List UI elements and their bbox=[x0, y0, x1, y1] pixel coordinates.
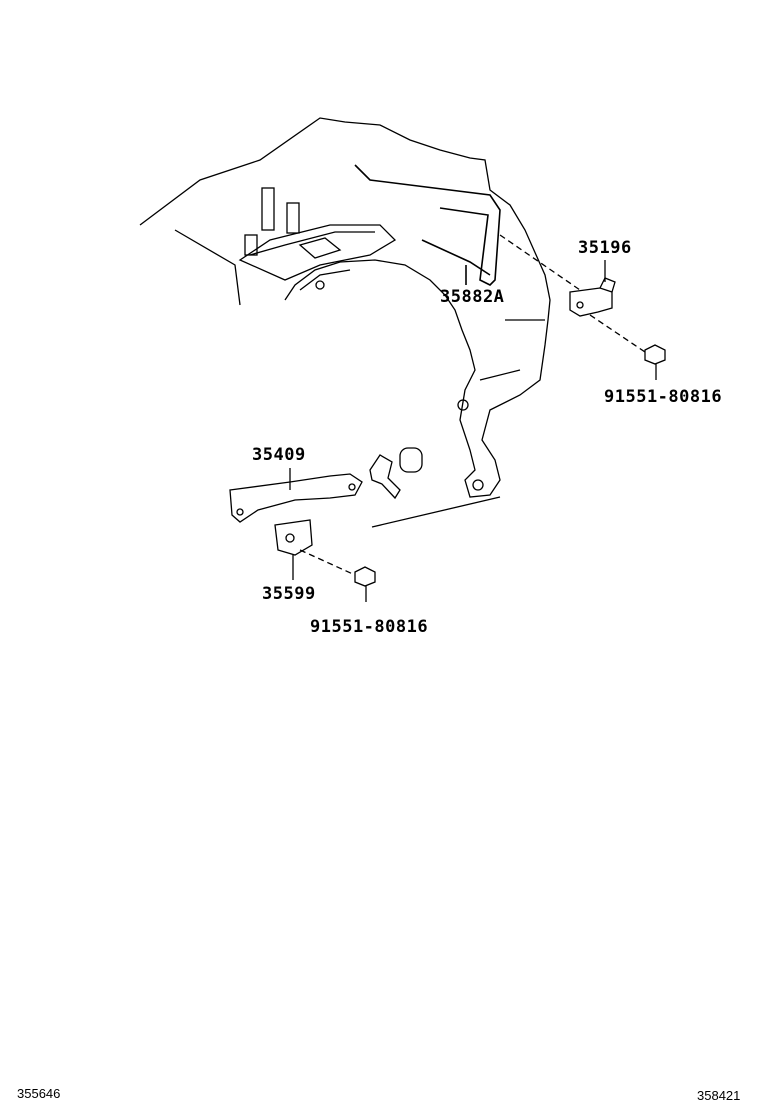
part-label-35196[interactable]: 35196 bbox=[578, 238, 632, 258]
pipe-35882a bbox=[354, 164, 501, 286]
part-label-91551-80816-lower[interactable]: 91551-80816 bbox=[310, 617, 429, 637]
bolt-91551-80816-lower bbox=[354, 566, 376, 602]
part-label-35409[interactable]: 35409 bbox=[252, 445, 306, 465]
part-label-35882a[interactable]: 35882A bbox=[440, 287, 505, 307]
transmission-housing bbox=[139, 117, 551, 528]
lever-35409 bbox=[229, 468, 363, 523]
plate-35599 bbox=[274, 519, 313, 580]
footer-right-code: 358421 bbox=[697, 1088, 741, 1103]
footer-left-code: 355646 bbox=[17, 1086, 61, 1101]
bolt-91551-80816-upper bbox=[644, 344, 666, 380]
part-label-35599[interactable]: 35599 bbox=[262, 584, 316, 604]
detent-assembly bbox=[369, 447, 423, 500]
part-label-91551-80816-upper[interactable]: 91551-80816 bbox=[604, 387, 723, 407]
assembly-lines bbox=[299, 234, 646, 576]
bracket-35196 bbox=[569, 260, 616, 317]
